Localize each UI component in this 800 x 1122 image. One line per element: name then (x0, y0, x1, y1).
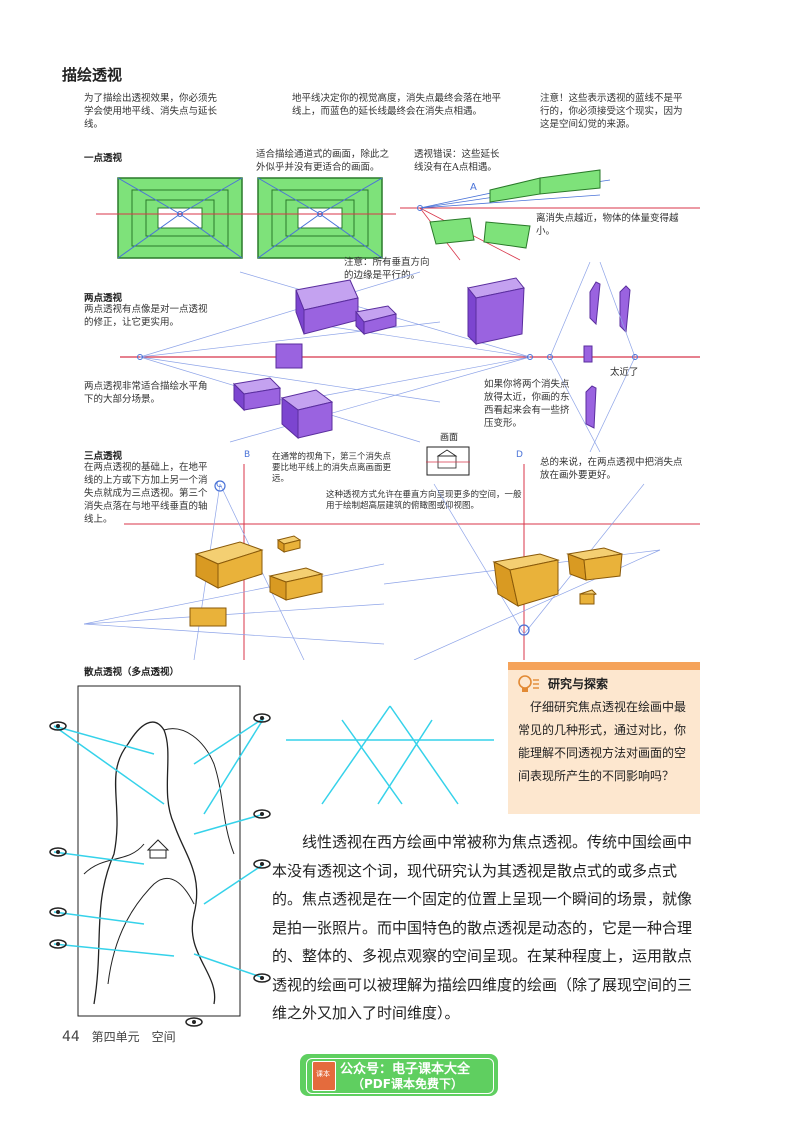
two-point-heading: 两点透视 (84, 290, 122, 304)
one-point-note-good: 适合描绘通道式的画面，除此之外似乎并没有更适合的画面。 (256, 148, 396, 174)
label-b: B (244, 450, 250, 460)
page-number: 44 (62, 1029, 80, 1045)
label-c: C (216, 480, 222, 490)
three-point-diagram (84, 464, 700, 660)
two-point-diagram (120, 262, 700, 452)
explore-bar (508, 662, 700, 670)
explore-title: 研究与探索 (548, 675, 608, 692)
explore-body: 仔细研究焦点透视在绘画中最常见的几种形式，通过对比，你能理解不同透视方法对画面的… (518, 696, 694, 788)
intro-note-1: 为了描绘出透视效果，你必须先学会使用地平线、消失点与延长线。 (84, 92, 220, 131)
label-too-close: 太近了 (610, 366, 639, 379)
label-frame: 画面 (440, 430, 458, 443)
one-point-diagram (96, 160, 396, 265)
two-point-note-fit: 两点透视非常适合描绘水平角下的大部分场景。 (84, 380, 208, 406)
main-paragraph: 线性透视在西方绘画中常被称为焦点透视。传统中国绘画中本没有透视这个词，现代研究认… (272, 828, 702, 1028)
label-d: D (516, 450, 523, 460)
scatter-perspective-illustration (44, 684, 284, 1030)
intro-note-3: 注意！这些表示透视的蓝线不是平行的，你必须接受这个现实，因为这是空间幻觉的来源。 (540, 92, 690, 131)
two-point-note-close: 如果你将两个消失点放得太近，你画的东西看起来会有一些挤压变形。 (484, 378, 576, 430)
cyan-line-sketch (282, 700, 498, 810)
page-title: 描绘透视 (62, 64, 122, 85)
one-point-note-near: 离消失点越近，物体的体量变得越小。 (536, 212, 696, 238)
three-point-heading: 三点透视 (84, 448, 122, 462)
lightbulb-icon (516, 674, 540, 694)
badge-line-2: （PDF课本免费下） (352, 1075, 463, 1092)
page-footer: 44 第四单元 空间 (62, 1028, 176, 1045)
label-a: A (470, 182, 477, 193)
book-icon: 课本 (312, 1061, 336, 1091)
scatter-heading: 散点透视（多点透视） (84, 664, 179, 678)
intro-note-2: 地平线决定你的视觉高度，消失点最终会落在地平线上，而蓝色的延长线最终会在消失点相… (292, 92, 502, 118)
section-label: 第四单元 空间 (92, 1030, 176, 1044)
